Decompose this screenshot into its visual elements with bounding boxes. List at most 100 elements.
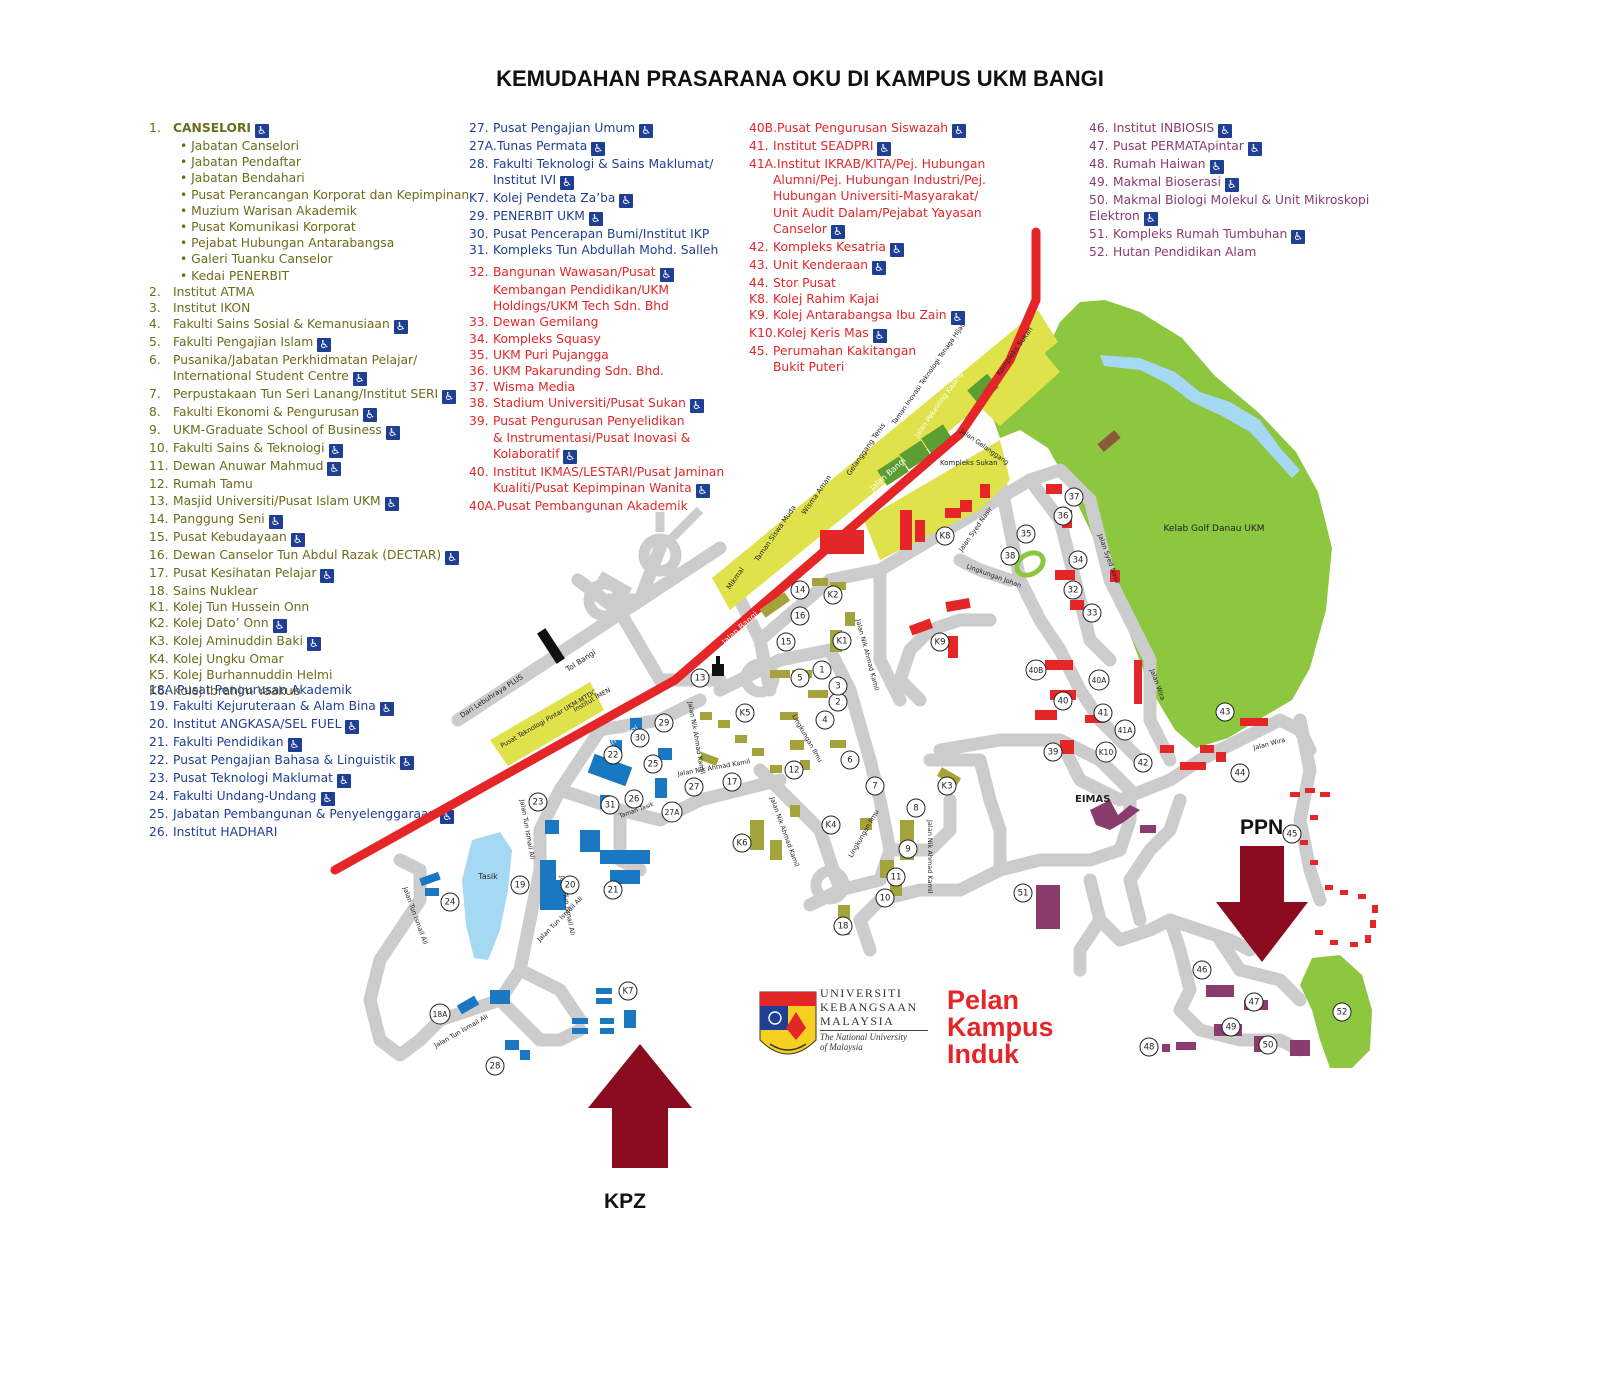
map-marker: 42 [1133,753,1153,773]
ukm-tagline-1: The National University [820,1030,928,1042]
legend-item-number: 34. [469,331,489,346]
legend-item: 27A.Tunas Permata♿ [469,138,718,156]
legend-item-number: 25. [149,807,169,822]
legend-item-text: CANSELORI [173,121,251,135]
map-marker: 29 [654,713,674,733]
legend-item-text: Kompleks Rumah Tumbuhan [1113,227,1288,242]
legend-item-text: Jabatan Pembangunan & Penyelenggaraan [173,807,437,822]
map-marker-label: 15 [781,638,792,648]
map-marker-label: 42 [1138,759,1149,769]
map-marker: 40 [1053,691,1073,711]
legend-item: 41.Institut SEADPRI♿ [749,138,986,156]
map-marker: K5 [735,703,755,723]
legend-item-continuation: & Instrumentasi/Pusat Inovasi & [493,430,691,445]
wheelchair-icon: ♿ [695,484,710,499]
map-marker: 10 [875,888,895,908]
ukm-tagline-2: of Malaysia [820,1042,863,1052]
legend-item: 7. Perpustakaan Tun Seri Lanang/Institut … [149,386,469,405]
legend-item-number: 14. [149,511,169,526]
map-marker-label: 34 [1073,556,1084,566]
map-marker: 41A [1114,719,1136,741]
map-marker: K10 [1095,741,1117,763]
map-marker-label: 22 [608,751,619,761]
legend-item-number: 29. [469,209,489,224]
map-marker: K8 [935,526,955,546]
legend-item: 48.Rumah Haiwan♿ [1089,156,1369,174]
legend-item: 37.Wisma Media [469,379,724,395]
legend-item-text: Kolej Keris Mas [777,326,869,341]
map-marker-label: 13 [695,674,706,684]
map-marker-label: K10 [1099,748,1114,757]
map-marker: 20 [560,875,580,895]
legend-item: 19.Fakulti Kejuruteraan & Alam Bina♿ [149,698,454,717]
legend-item-number: K9. [749,308,769,323]
legend-item: 13.Masjid Universiti/Pusat Islam UKM♿ [149,493,469,511]
legend-item: 6.Pusanika/Jabatan Perkhidmatan Pelajar/ [149,352,469,368]
legend-item-number: 8. [149,405,161,420]
main-highway [330,227,1041,875]
map-marker: K6 [732,833,752,853]
legend-item: 29.PENERBIT UKM♿ [469,208,718,227]
legend-item-number: K7. [469,191,489,206]
map-marker-label: 6 [847,756,852,766]
map-marker-label: 3 [835,682,840,692]
wheelchair-icon: ♿ [379,702,394,717]
legend-item-text: Institut SEADPRI [773,139,874,153]
map-marker: K2 [823,585,843,605]
map-marker-label: 47 [1249,998,1260,1008]
map-marker: 40A [1088,669,1110,691]
legend-item-number: 42. [749,239,769,254]
legend-subitem-text: • Pejabat Hubungan Antarabangsa [180,236,395,251]
legend-item-text: Pusanika/Jabatan Perkhidmatan Pelajar/ [173,353,418,368]
map-marker: 3 [828,676,848,696]
legend-item-number: 30. [469,227,489,242]
wheelchair-icon: ♿ [272,619,287,634]
legend-item: 33.Dewan Gemilang [469,314,724,330]
legend-item-number: K8. [749,292,769,307]
wheelchair-icon: ♿ [393,320,408,335]
legend-item-number: K10. [749,326,777,341]
legend-item-number: 45. [749,344,769,359]
legend-item: 52.Hutan Pendidikan Alam [1089,244,1369,260]
legend-item-text: Perumahan Kakitangan [773,344,917,359]
legend-item-number: 7. [149,387,161,402]
map-marker: 13 [690,668,710,688]
legend-item: Alumni/Pej. Hubungan Industri/Pej. [749,172,986,188]
legend-item-text: UKM Puri Pujangga [493,347,609,362]
map-marker-label: 39 [1048,748,1059,758]
map-marker-label: 41A [1118,726,1134,735]
legend-item-number: 36. [469,364,489,379]
legend-item-number: 51. [1089,227,1109,242]
legend-item-number: 18. [149,583,169,598]
map-marker: K1 [832,631,852,651]
lake [462,832,512,960]
legend-item: Institut IVI♿ [469,172,718,191]
ppn-label: PPN [1240,816,1284,839]
legend-item: Canselor♿ [749,221,986,239]
map-marker-label: 28 [490,1062,501,1072]
legend-item: 38.Stadium Universiti/Pusat Sukan♿ [469,395,724,414]
legend-item-text: Masjid Universiti/Pusat Islam UKM [173,493,381,508]
legend-subitem-text: • Muzium Warisan Akademik [180,203,357,218]
wheelchair-icon: ♿ [254,124,269,138]
map-marker-label: 52 [1337,1008,1348,1018]
map-marker-label: 18 [838,922,849,932]
lingkungan-ilmu-label-2: Lingkungan Ilmu [847,808,881,859]
legend-item-number: 13. [149,493,169,508]
map-marker-label: 19 [515,881,526,891]
map-marker: 47 [1244,992,1264,1012]
map-marker: 14 [790,580,810,600]
legend-item-text: Institut HADHARI [173,825,278,840]
legend-item: 21.Fakulti Pendidikan♿ [149,734,454,753]
legend-item-text: Rumah Haiwan [1113,157,1206,171]
legend-item-text: Institut IKON [173,301,251,316]
legend-item-text: Fakulti Undang-Undang [173,789,317,804]
legend-item-text: Pusat Pembangunan Akademik [497,499,688,514]
legend-item: 46.Institut INBIOSIS♿ [1089,120,1369,138]
wheelchair-icon: ♿ [327,462,342,477]
legend-item: 44.Stor Pusat [749,275,986,291]
legend-item-text: Pusat Pengajian Umum [493,121,636,135]
map-marker: 35 [1016,524,1036,544]
map-marker-label: 8 [913,804,918,814]
legend-item-text: Perpustakaan Tun Seri Lanang/Institut SE… [173,387,439,402]
